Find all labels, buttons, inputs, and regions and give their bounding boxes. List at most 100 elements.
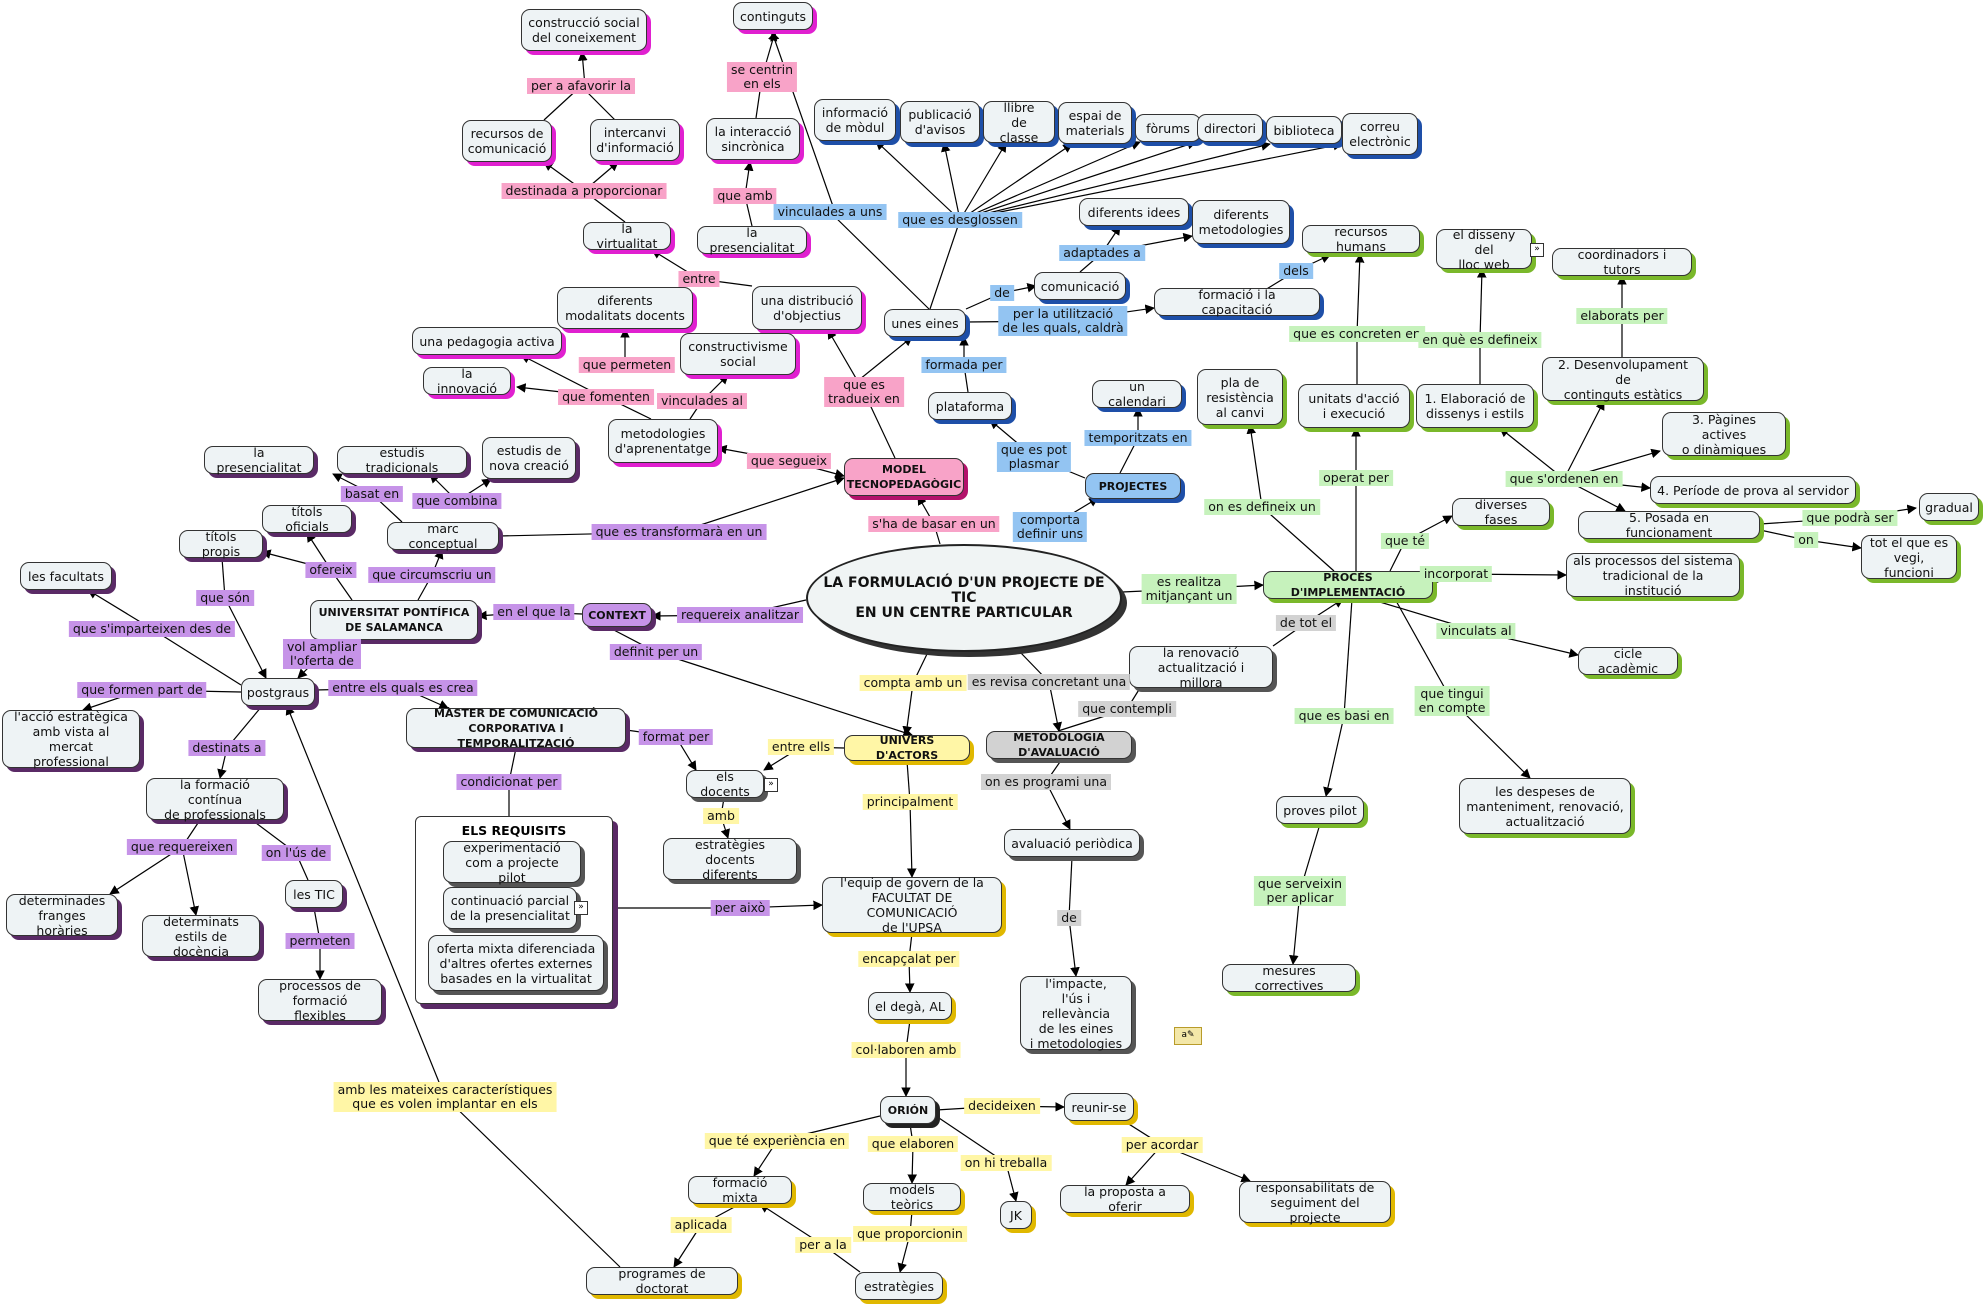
concept-node-els-docents[interactable]: els docents — [686, 769, 764, 799]
concept-node-unitats-accio[interactable]: unitats d'acció i execució — [1298, 384, 1410, 428]
concept-node-pagines-actives[interactable]: 3. Pàgines actives o dinàmiques — [1662, 412, 1786, 457]
concept-node-correu[interactable]: correu electrònic — [1342, 113, 1418, 155]
concept-node-titols-propis[interactable]: títols propis — [179, 529, 263, 559]
concept-node-accio-estrategica[interactable]: l'acció estratègica amb vista al mercat … — [2, 709, 140, 769]
link-label-per-a-la: per a la — [795, 1237, 851, 1253]
concept-node-titols-oficials[interactable]: títols oficials — [262, 504, 352, 534]
concept-node-periode-prova[interactable]: 4. Període de prova al servidor — [1650, 476, 1856, 504]
concept-node-postgraus[interactable]: postgraus — [241, 678, 315, 706]
link-label-que-combina: que combina — [412, 493, 502, 509]
concept-node-diferents-metodologies[interactable]: diferents metodologies — [1192, 200, 1290, 244]
concept-node-master[interactable]: MÀSTER DE COMUNICACIÓ CORPORATIVA I TEMP… — [406, 707, 626, 750]
concept-node-disseny-web[interactable]: el disseny del lloc web — [1436, 227, 1532, 272]
link-label-que-circumscriu: que circumscriu un — [368, 567, 496, 583]
concept-node-elaboracio[interactable]: 1. Elaboració de dissenys i estils — [1416, 384, 1534, 428]
concept-node-cicle-academic[interactable]: cicle acadèmic — [1578, 646, 1678, 676]
concept-node-proves-pilot[interactable]: proves pilot — [1276, 796, 1364, 824]
concept-node-metodologies[interactable]: metodologies d'aprenentatge — [608, 419, 718, 463]
concept-node-llibre-classe[interactable]: llibre de classe — [983, 100, 1055, 145]
concept-node-unes-eines[interactable]: unes eines — [884, 309, 966, 337]
concept-node-mesures-correctives[interactable]: mesures correctives — [1222, 963, 1356, 993]
expand-icon[interactable]: » — [574, 901, 588, 915]
concept-node-estudis-tradicionals[interactable]: estudis tradicionals — [337, 445, 467, 475]
concept-node-diferents-modalitats[interactable]: diferents modalitats docents — [557, 287, 693, 329]
concept-node-posada-funcionament[interactable]: 5. Posada en funcionament — [1578, 510, 1760, 540]
concept-node-estrategies-docents[interactable]: estratègies docents diferents — [663, 837, 797, 882]
concept-node-un-calendari[interactable]: un calendari — [1092, 379, 1182, 409]
concept-node-projectes[interactable]: PROJECTES — [1085, 473, 1181, 499]
concept-node-formacio-capacitacio[interactable]: formació i la capacitació — [1154, 287, 1320, 317]
concept-node-biblioteca[interactable]: biblioteca — [1266, 116, 1342, 144]
concept-node-presencialitat-left[interactable]: la presencialitat — [204, 445, 314, 475]
concept-node-marc-conceptual[interactable]: marc conceptual — [387, 521, 499, 551]
concept-node-innovacio[interactable]: la innovació — [423, 366, 511, 396]
concept-node-formacio-mixta[interactable]: formació mixta — [688, 1175, 792, 1205]
requisit-item[interactable]: experimentació com a projecte pilot — [443, 840, 581, 885]
concept-node-construccio[interactable]: construcció social del coneixement — [521, 9, 647, 51]
concept-node-plataforma[interactable]: plataforma — [928, 392, 1012, 420]
concept-node-processos-flexibles[interactable]: processos de formació flexibles — [258, 978, 382, 1023]
concept-node-coordinadors[interactable]: coordinadors i tutors — [1552, 247, 1692, 277]
concept-node-gradual[interactable]: gradual — [1919, 493, 1979, 521]
concept-node-orion[interactable]: ORIÓN — [880, 1096, 936, 1124]
concept-node-avaluacio-periodica[interactable]: avaluació periòdica — [1004, 829, 1140, 857]
connection-line — [1563, 400, 1605, 480]
concept-node-main[interactable]: LA FORMULACIÓ D'UN PROJECTE DE TIC EN UN… — [806, 544, 1122, 652]
concept-node-informacio-modul[interactable]: informació de mòdul — [814, 99, 896, 141]
concept-node-publicacio-avisos[interactable]: publicació d'avisos — [900, 101, 980, 143]
concept-node-comunicacio[interactable]: comunicació — [1034, 272, 1126, 300]
concept-node-proces[interactable]: PROCÉS D'IMPLEMENTACIÓ — [1263, 571, 1433, 599]
concept-node-recursos-com[interactable]: recursos de comunicació — [462, 120, 552, 162]
concept-node-despeses[interactable]: les despeses de manteniment, renovació, … — [1459, 778, 1631, 834]
link-label-aplicada: aplicada — [670, 1217, 732, 1233]
concept-node-proposta[interactable]: la proposta a oferir — [1060, 1184, 1190, 1214]
concept-node-recursos-humans[interactable]: recursos humans — [1302, 224, 1420, 254]
concept-node-estrategies[interactable]: estratègies — [855, 1272, 943, 1300]
concept-node-continguts[interactable]: continguts — [733, 2, 813, 30]
expand-icon[interactable]: » — [764, 778, 778, 792]
concept-node-models-teorics[interactable]: models teòrics — [863, 1182, 961, 1212]
concept-node-impacte[interactable]: l'impacte, l'ús i rellevància de les ein… — [1020, 976, 1132, 1051]
concept-node-el-dega[interactable]: el degà, AL — [868, 992, 952, 1020]
concept-node-responsabilitats[interactable]: responsabilitats de seguiment del projec… — [1239, 1180, 1391, 1225]
concept-node-context[interactable]: CONTEXT — [582, 603, 652, 627]
concept-node-espai-materials[interactable]: espai de materials — [1058, 102, 1132, 144]
concept-node-diverses-fases[interactable]: diverses fases — [1452, 497, 1550, 527]
concept-node-diferents-idees[interactable]: diferents idees — [1079, 198, 1189, 226]
concept-node-desenvolupament[interactable]: 2. Desenvolupament de continguts estàtic… — [1542, 357, 1704, 402]
concept-node-processos-sistema[interactable]: als processos del sistema tradicional de… — [1566, 553, 1740, 598]
concept-node-programes-doctorat[interactable]: programes de doctorat — [586, 1266, 738, 1296]
concept-node-facultats[interactable]: les facultats — [20, 562, 112, 590]
note-icon[interactable]: a✎ — [1174, 1027, 1202, 1045]
concept-node-pedagogia[interactable]: una pedagogia activa — [412, 327, 562, 355]
concept-node-franges[interactable]: determinades franges horàries — [6, 893, 118, 938]
concept-node-jk[interactable]: JK — [1000, 1201, 1032, 1229]
concept-node-constructivisme[interactable]: constructivisme social — [680, 333, 796, 375]
concept-node-distribucio[interactable]: una distribució d'objectius — [752, 286, 862, 330]
concept-node-pla-resistencia[interactable]: pla de resistència al canvi — [1197, 369, 1283, 425]
concept-node-univers[interactable]: UNIVERS D'ACTORS — [844, 734, 970, 762]
concept-node-forums[interactable]: fòrums — [1135, 114, 1201, 142]
concept-node-estudis-nova[interactable]: estudis de nova creació — [482, 437, 576, 479]
link-label-que-serveixin: que serveixin per aplicar — [1253, 876, 1347, 906]
concept-node-model[interactable]: MODEL TECNOPEDAGÒGIC — [844, 458, 964, 496]
concept-node-directori[interactable]: directori — [1197, 114, 1263, 142]
requisit-item[interactable]: continuació parcial de la presencialitat — [443, 887, 577, 929]
concept-node-virtualitat[interactable]: la virtualitat — [583, 221, 671, 251]
connection-line — [1476, 268, 1487, 341]
concept-node-metodologia[interactable]: METODOLOGIA D'AVALUACIÓ — [986, 731, 1132, 759]
concept-node-intercanvi[interactable]: intercanvi d'informació — [590, 119, 680, 161]
concept-node-les-tic[interactable]: les TIC — [285, 880, 343, 908]
concept-node-interaccio[interactable]: la interacció sincrònica — [706, 118, 800, 160]
expand-icon[interactable]: » — [1530, 243, 1544, 257]
connection-line — [1394, 598, 1453, 702]
concept-node-upsa[interactable]: UNIVERSITAT PONTÍFICA DE SALAMANCA — [310, 600, 478, 640]
concept-node-presencialitat-top[interactable]: la presencialitat — [697, 225, 807, 255]
concept-node-formacio-continua[interactable]: la formació contínua de professionals — [146, 777, 284, 822]
concept-node-renovacio[interactable]: la renovació actualització i millora — [1129, 645, 1273, 690]
concept-node-equip-govern[interactable]: l'equip de govern de la FACULTAT DE COMU… — [822, 875, 1002, 935]
requisit-item[interactable]: oferta mixta diferenciada d'altres ofert… — [428, 935, 604, 991]
concept-node-reunir[interactable]: reunir-se — [1064, 1093, 1134, 1121]
concept-node-tot-el-que[interactable]: tot el que es vegi, funcioni — [1861, 535, 1957, 580]
concept-node-estils-docencia[interactable]: determinats estils de docència — [142, 914, 260, 959]
